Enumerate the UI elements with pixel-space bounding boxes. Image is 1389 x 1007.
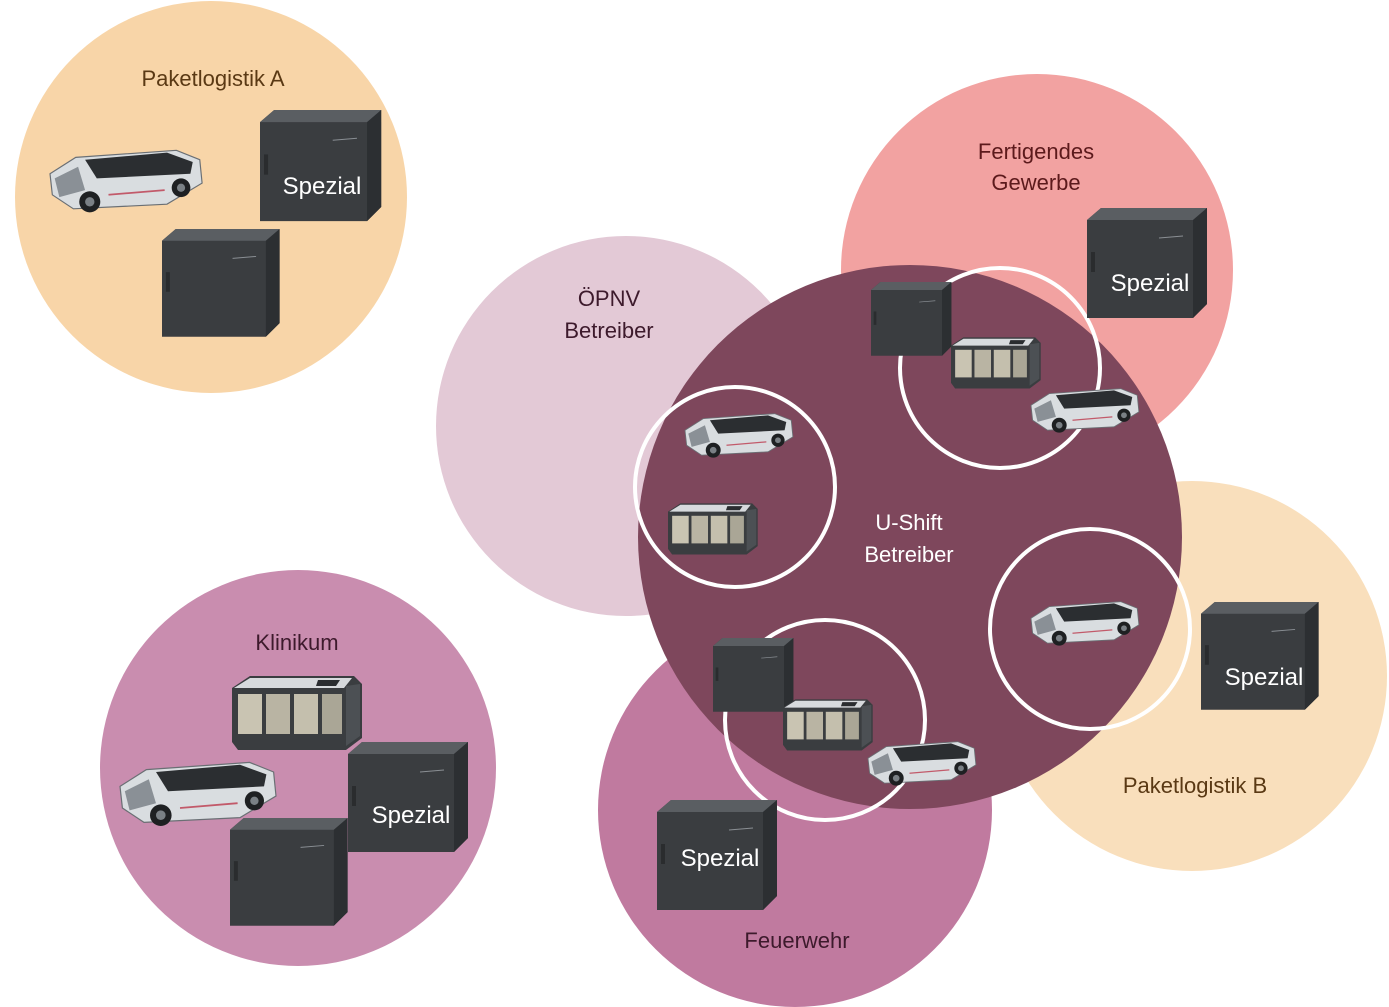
u-shift-betreiber-title-line1: U-Shift: [875, 510, 942, 535]
spezial-label: Spezial: [372, 802, 451, 829]
bus-cabin-icon: [951, 337, 1041, 389]
paketlogistik-a-title: Paketlogistik A: [141, 66, 284, 91]
cargo-box-icon: [870, 281, 952, 357]
bus-cabin-icon: [232, 676, 362, 750]
paketlogistik-a-circle: [15, 1, 407, 393]
cargo-box-icon: [1200, 601, 1320, 711]
fertigendes-gewerbe-title-line1: Fertigendes: [978, 139, 1094, 164]
cargo-box-icon: [1086, 207, 1208, 319]
bus-cabin-icon: [668, 503, 758, 555]
overlap-ring-fertigend: [898, 266, 1102, 470]
paketlogistik-b-title: Paketlogistik B: [1123, 773, 1267, 798]
cargo-box-icon: [712, 637, 794, 713]
klinikum-title: Klinikum: [255, 630, 338, 655]
oepnv-betreiber-title-line2: Betreiber: [564, 318, 653, 343]
feuerwehr-title: Feuerwehr: [744, 928, 849, 953]
cargo-box-icon: [229, 817, 349, 927]
bus-cabin-icon: [783, 699, 873, 751]
spezial-label: Spezial: [1225, 664, 1304, 691]
overlap-ring-oepnv: [633, 385, 837, 589]
cargo-box-icon: [259, 109, 382, 222]
cargo-box-icon: [347, 741, 469, 853]
spezial-label: Spezial: [1111, 270, 1190, 297]
overlap-ring-feuerwehr: [723, 618, 927, 822]
klinikum-circle: [100, 570, 496, 966]
overlap-ring-paket-b: [988, 527, 1192, 731]
spezial-label: Spezial: [681, 845, 760, 872]
cargo-box-icon: [161, 228, 281, 338]
fertigendes-gewerbe-title-line2: Gewerbe: [991, 170, 1080, 195]
oepnv-betreiber-title-line1: ÖPNV: [578, 286, 641, 311]
u-shift-betreiber-title-line2: Betreiber: [864, 542, 953, 567]
spezial-label: Spezial: [283, 173, 362, 200]
